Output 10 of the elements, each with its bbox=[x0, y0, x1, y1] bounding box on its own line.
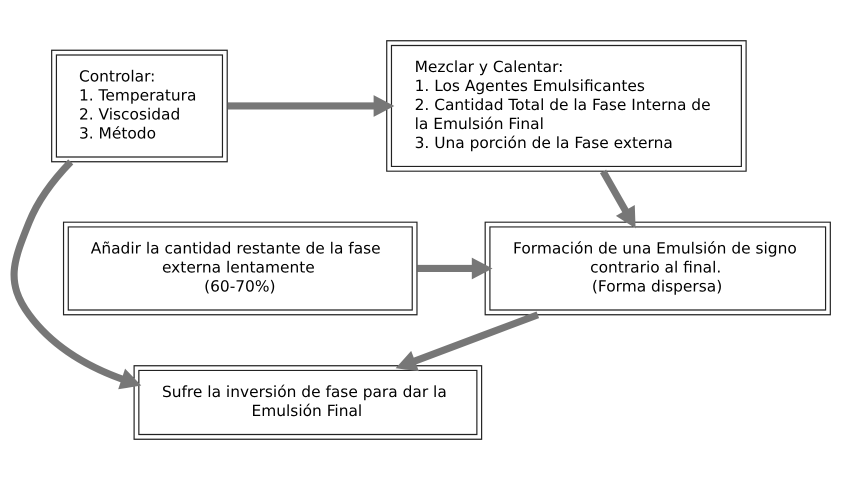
arrow bbox=[227, 94, 394, 116]
node-box: Formación de una Emulsión de signo contrario al final. (Forma dispersa) bbox=[484, 221, 831, 315]
arrow bbox=[396, 310, 540, 371]
arrow bbox=[417, 257, 493, 279]
node-box: Mezclar y Calentar: 1. Los Agentes Emulsificantes 2. Cantidad Total de la Fase Interna de la Emulsión Final 3. Una porción de la Fase externa bbox=[386, 40, 747, 172]
node-box: Sufre la inversión de fase para dar la Emulsión Final bbox=[134, 364, 482, 440]
arrow bbox=[600, 169, 636, 228]
arrow bbox=[10, 158, 142, 389]
node-box: Añadir la cantidad restante de la fase externa lentamente (60-70%) bbox=[62, 221, 418, 315]
node-box: Controlar: 1. Temperatura 2. Viscosidad 3. Método bbox=[51, 49, 228, 162]
